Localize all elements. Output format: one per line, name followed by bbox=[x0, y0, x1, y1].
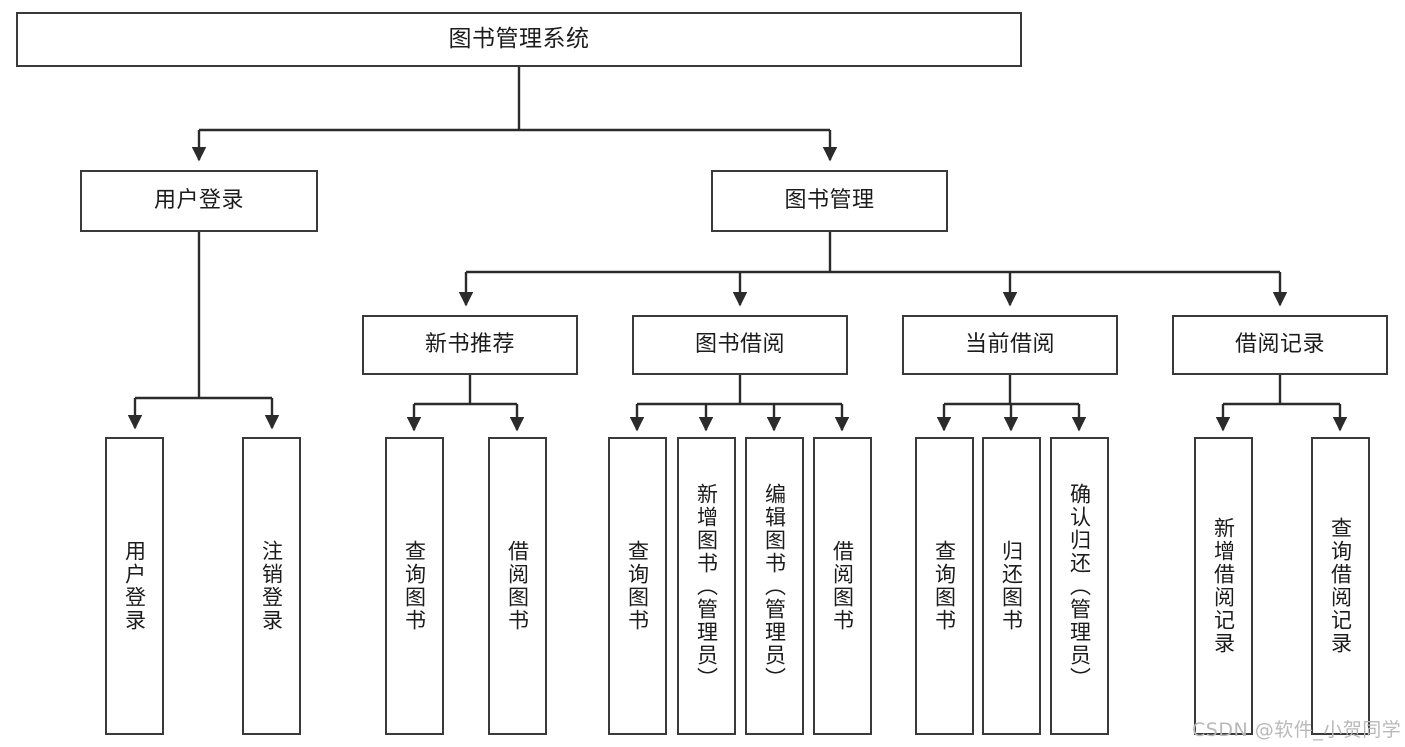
node-label: 编辑图书（管理员） bbox=[762, 482, 787, 690]
node-user-login[interactable]: 用户登录 bbox=[80, 170, 318, 232]
node-leaf-confirm-return[interactable]: 确认归还（管理员） bbox=[1050, 437, 1109, 735]
node-book-management[interactable]: 图书管理 bbox=[711, 170, 948, 232]
node-label: 归还图书 bbox=[999, 540, 1024, 632]
node-leaf-borrow-book-recommend[interactable]: 借阅图书 bbox=[488, 437, 547, 735]
node-label: 查询借阅记录 bbox=[1328, 517, 1353, 655]
node-leaf-edit-book[interactable]: 编辑图书（管理员） bbox=[745, 437, 804, 735]
node-leaf-return-book[interactable]: 归还图书 bbox=[982, 437, 1041, 735]
node-leaf-query-book-recommend[interactable]: 查询图书 bbox=[385, 437, 444, 735]
node-leaf-query-book-borrow[interactable]: 查询图书 bbox=[608, 437, 667, 735]
node-label: 用户登录 bbox=[153, 188, 244, 214]
node-label: 注销登录 bbox=[259, 540, 284, 632]
node-borrow-record[interactable]: 借阅记录 bbox=[1172, 315, 1388, 375]
node-current-borrow[interactable]: 当前借阅 bbox=[902, 315, 1118, 375]
node-label: 新书推荐 bbox=[424, 332, 515, 358]
node-label: 借阅图书 bbox=[830, 540, 855, 632]
watermark-text: CSDN @软件_小贺同学 bbox=[1192, 719, 1402, 741]
node-label: 查询图书 bbox=[402, 540, 427, 632]
node-leaf-logout[interactable]: 注销登录 bbox=[242, 437, 301, 735]
node-leaf-add-book[interactable]: 新增图书（管理员） bbox=[677, 437, 736, 735]
node-label: 图书管理 bbox=[784, 188, 875, 214]
node-label: 确认归还（管理员） bbox=[1067, 482, 1092, 690]
node-label: 用户登录 bbox=[122, 540, 147, 632]
node-leaf-query-book-current[interactable]: 查询图书 bbox=[915, 437, 974, 735]
node-leaf-query-borrow-record[interactable]: 查询借阅记录 bbox=[1311, 437, 1370, 735]
node-leaf-user-login[interactable]: 用户登录 bbox=[105, 437, 164, 735]
node-label: 查询图书 bbox=[932, 540, 957, 632]
node-new-book-recommend[interactable]: 新书推荐 bbox=[362, 315, 578, 375]
node-label: 图书管理系统 bbox=[448, 25, 590, 52]
node-leaf-borrow-book[interactable]: 借阅图书 bbox=[813, 437, 872, 735]
node-label: 新增图书（管理员） bbox=[694, 482, 719, 690]
node-leaf-add-borrow-record[interactable]: 新增借阅记录 bbox=[1194, 437, 1253, 735]
node-label: 查询图书 bbox=[625, 540, 650, 632]
node-label: 图书借阅 bbox=[694, 332, 785, 358]
node-label: 借阅记录 bbox=[1234, 332, 1325, 358]
node-label: 新增借阅记录 bbox=[1211, 517, 1236, 655]
node-root-book-management-system[interactable]: 图书管理系统 bbox=[16, 12, 1022, 67]
node-label: 借阅图书 bbox=[505, 540, 530, 632]
node-label: 当前借阅 bbox=[964, 332, 1055, 358]
node-book-borrow[interactable]: 图书借阅 bbox=[632, 315, 848, 375]
